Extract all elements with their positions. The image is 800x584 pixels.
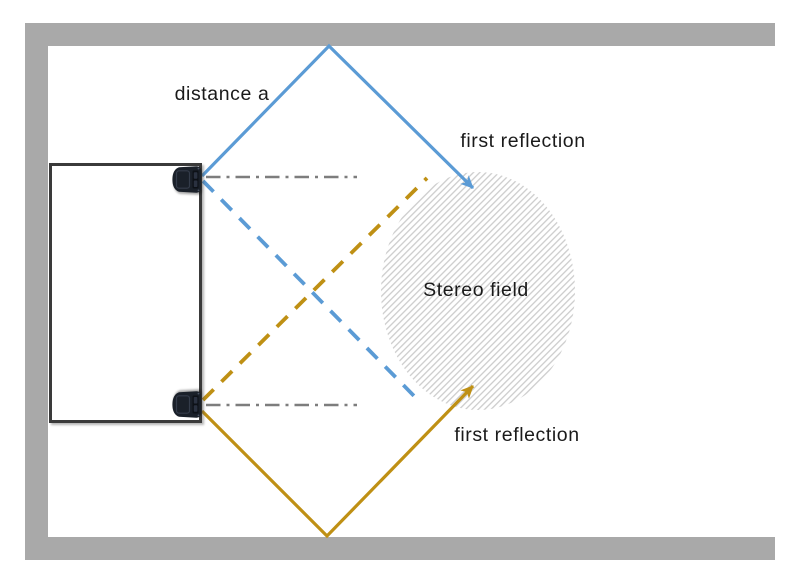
first-reflection-path-top	[200, 43, 475, 190]
speaker-bottom-icon	[172, 391, 201, 418]
label-first-reflection-top: first reflection	[460, 130, 585, 152]
desk	[49, 163, 202, 423]
direct-axis-dashed-bottom-speaker	[201, 176, 429, 402]
speaker-top-icon	[172, 166, 201, 193]
first-reflection-path-bottom	[200, 384, 475, 539]
label-stereo-field: Stereo field	[423, 279, 529, 301]
stereo-field-ellipse	[381, 172, 575, 410]
label-first-reflection-bottom: first reflection	[454, 424, 579, 446]
label-distance-a: distance a	[175, 83, 270, 105]
